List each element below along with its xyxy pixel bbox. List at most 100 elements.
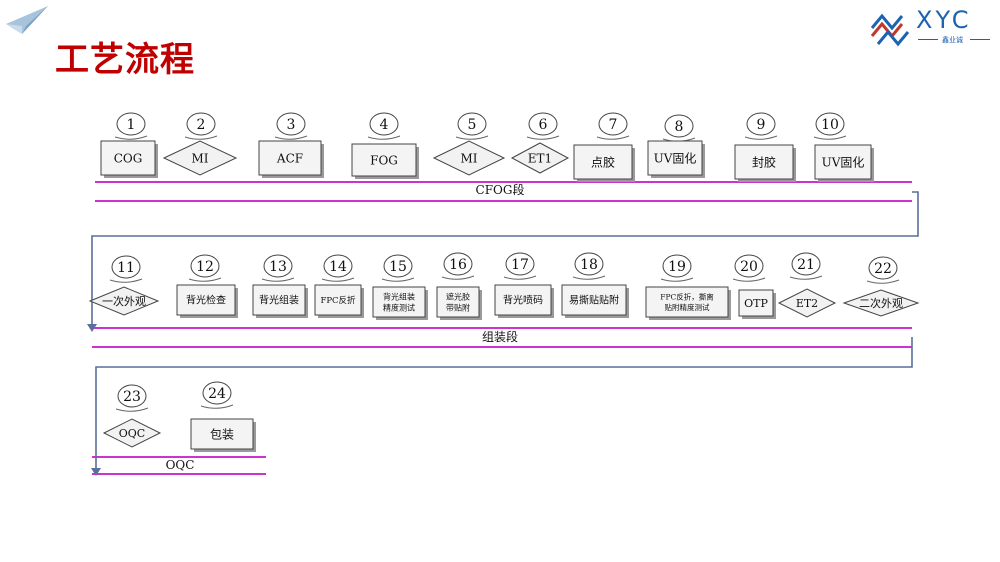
company-logo: XYC 鑫业诚 bbox=[868, 4, 996, 54]
step-label: COG bbox=[114, 151, 143, 165]
step-label: 点胶 bbox=[591, 154, 615, 169]
process-box bbox=[351, 143, 417, 177]
section-label-assembly: 组装段 bbox=[482, 329, 518, 344]
step-number-bubble bbox=[276, 112, 306, 136]
step-number-bubble bbox=[190, 254, 220, 278]
step-number: 18 bbox=[580, 257, 598, 273]
step-number-bubble bbox=[746, 112, 776, 136]
step-number: 17 bbox=[511, 257, 529, 273]
step-number: 24 bbox=[208, 386, 226, 402]
step-24: 24 包装 bbox=[190, 381, 256, 452]
step-number-bubble bbox=[117, 384, 147, 408]
step-number-bubble bbox=[528, 112, 558, 136]
process-box bbox=[645, 286, 729, 318]
step-number: 6 bbox=[539, 117, 548, 133]
step-number-bubble bbox=[662, 254, 692, 278]
step-number-bubble bbox=[263, 254, 293, 278]
step-label: 包装 bbox=[210, 427, 234, 441]
decision-diamond bbox=[432, 140, 506, 176]
process-box bbox=[190, 418, 254, 450]
process-box bbox=[252, 284, 306, 316]
step-9: 9封胶 bbox=[734, 112, 796, 182]
step-2: 2MI bbox=[162, 112, 238, 176]
logo-text: XYC bbox=[916, 6, 972, 34]
step-label: 背光喷码 bbox=[503, 294, 543, 307]
decision-diamond bbox=[510, 142, 570, 174]
step-label: MI bbox=[460, 151, 477, 165]
row-connector bbox=[91, 191, 919, 472]
step-label: OTP bbox=[744, 297, 768, 310]
step-number: 19 bbox=[668, 259, 686, 275]
process-box bbox=[734, 144, 794, 180]
step-number: 3 bbox=[287, 117, 296, 133]
step-label: MI bbox=[191, 151, 208, 165]
step-label: ET2 bbox=[796, 297, 818, 310]
process-box bbox=[176, 284, 236, 316]
step-number: 7 bbox=[609, 117, 618, 133]
step-number-bubble bbox=[383, 254, 413, 278]
decision-diamond bbox=[88, 286, 160, 316]
step-label: FPC反折 bbox=[320, 295, 356, 306]
step-label-line: 精度测试 bbox=[383, 302, 415, 312]
decision-diamond bbox=[777, 288, 837, 318]
step-number-bubble bbox=[202, 381, 232, 405]
step-number-bubble bbox=[734, 254, 764, 278]
step-number: 14 bbox=[329, 259, 347, 275]
step-5: 5MI bbox=[432, 112, 506, 176]
step-label-line: 带贴附 bbox=[446, 302, 470, 312]
step-label: 一次外观 bbox=[102, 294, 146, 308]
step-number: 20 bbox=[740, 259, 758, 275]
step-label: ACF bbox=[276, 151, 303, 165]
step-17: 17 背光喷码 bbox=[494, 252, 554, 318]
step-label: 二次外观 bbox=[859, 296, 903, 310]
decision-diamond bbox=[162, 140, 238, 176]
step-label: 背光组装 bbox=[259, 294, 299, 307]
step-11: 11 一次外观 bbox=[88, 255, 160, 316]
section-band-assembly: 组装段 bbox=[92, 327, 912, 348]
step-label-line: 背光组装 bbox=[383, 291, 415, 301]
step-number-bubble bbox=[791, 252, 821, 276]
step-label-line: 贴附精度测试 bbox=[665, 302, 710, 312]
step-number: 12 bbox=[196, 259, 214, 275]
step-label: 易撕贴贴附 bbox=[569, 294, 619, 307]
step-number: 1 bbox=[127, 117, 136, 133]
step-number: 4 bbox=[380, 117, 389, 133]
process-box bbox=[258, 140, 322, 176]
step-label: UV固化 bbox=[822, 155, 865, 169]
decision-diamond bbox=[102, 418, 162, 448]
step-number: 22 bbox=[874, 261, 892, 277]
section-band-oqc: OQC bbox=[92, 456, 266, 475]
step-number: 8 bbox=[675, 119, 684, 135]
step-number: 10 bbox=[821, 117, 839, 133]
step-label: FOG bbox=[370, 153, 398, 167]
step-label: 封胶 bbox=[752, 154, 776, 169]
logo-subtext: 鑫业诚 bbox=[942, 36, 963, 44]
step-number: 5 bbox=[468, 117, 477, 133]
process-box bbox=[738, 289, 774, 317]
step-number-bubble bbox=[186, 112, 216, 136]
step-label: UV固化 bbox=[654, 151, 697, 165]
step-number-bubble bbox=[443, 252, 473, 276]
process-box bbox=[561, 284, 627, 316]
step-number: 11 bbox=[117, 260, 135, 276]
step-number-bubble bbox=[457, 112, 487, 136]
step-number: 2 bbox=[197, 117, 206, 133]
step-number-bubble bbox=[598, 112, 628, 136]
paper-plane-icon bbox=[6, 6, 48, 34]
page-title: 工艺流程 bbox=[55, 40, 195, 80]
step-22: 22 二次外观 bbox=[842, 256, 920, 317]
